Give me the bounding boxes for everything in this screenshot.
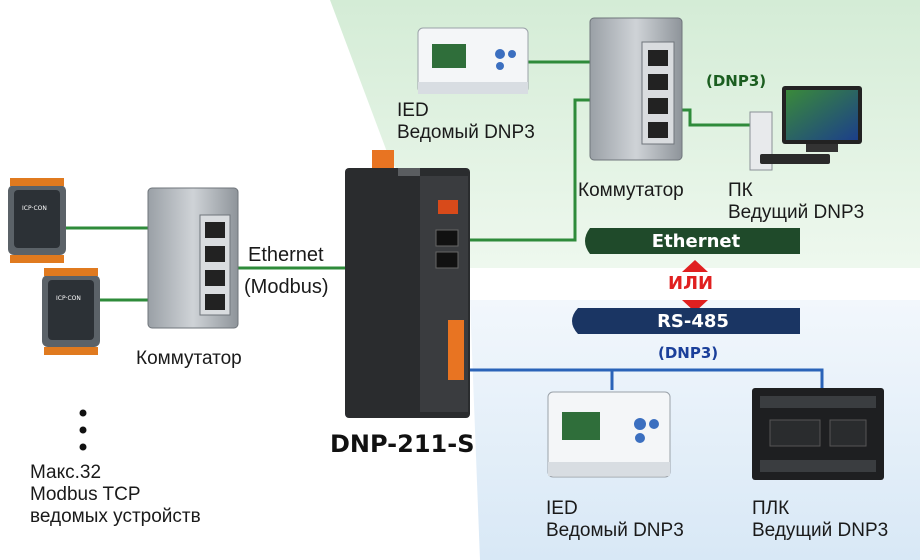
plc-icon	[752, 388, 884, 480]
top-ied-label-2: Ведомый DNP3	[397, 122, 535, 143]
rs485-banner	[572, 308, 800, 334]
bottom-ied-label-1: IED	[546, 498, 578, 519]
plc-label-1: ПЛК	[752, 498, 790, 519]
left-link-label-1: Ethernet	[248, 244, 324, 266]
plc-label-2: Ведущий DNP3	[752, 520, 889, 541]
pc-label-2: Ведущий DNP3	[728, 202, 865, 223]
ied-device-icon	[417, 27, 529, 94]
slaves-label-2: Modbus TCP	[30, 484, 141, 505]
svg-text:ICP·CON: ICP·CON	[56, 295, 81, 302]
ethernet-switch-icon	[147, 187, 239, 329]
top-switch-label: Коммутатор	[578, 180, 684, 201]
pc-monitor-icon	[749, 86, 862, 171]
left-switch-label: Коммутатор	[136, 348, 242, 369]
dnp-gateway-icon	[345, 150, 470, 418]
bottom-ied-label-2: Ведомый DNP3	[546, 520, 684, 541]
rs485-banner-label: RS-485	[657, 311, 729, 332]
svg-text:ICP·CON: ICP·CON	[22, 205, 47, 212]
rs485-lines	[465, 368, 824, 390]
or-arrow	[682, 260, 708, 312]
more-devices-dots	[79, 409, 87, 451]
ethernet-switch-icon	[589, 17, 683, 161]
pc-label-1: ПК	[728, 180, 753, 201]
modbus-module-icon: ICP·CON	[8, 178, 66, 263]
ethernet-banner-label: Ethernet	[651, 231, 741, 252]
or-label: ИЛИ	[668, 273, 714, 294]
ethernet-banner	[585, 228, 800, 254]
left-link-label-2: (Modbus)	[244, 276, 329, 298]
slaves-label-1: Макс.32	[30, 462, 102, 483]
rs485-protocol-label: (DNP3)	[658, 344, 719, 362]
slaves-label-3: ведомых устройств	[30, 506, 201, 527]
blue-zone	[470, 300, 920, 560]
modbus-module-icon: ICP·CON	[42, 268, 100, 355]
top-protocol-label: (DNP3)	[706, 72, 767, 90]
top-ied-label-1: IED	[397, 100, 429, 121]
device-title: DNP-211-S	[330, 430, 475, 458]
ied-device-icon	[547, 391, 671, 478]
